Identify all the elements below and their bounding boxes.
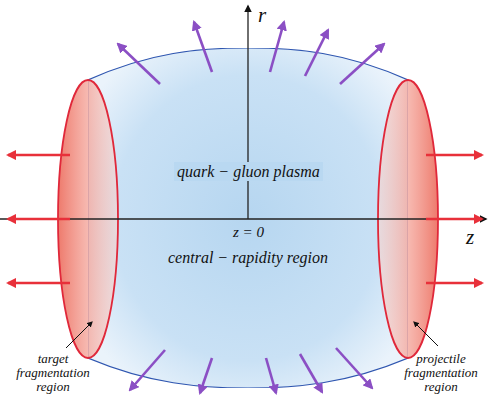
radial-arrow [270,22,284,72]
flow-arrow [8,154,70,157]
radial-arrow [305,30,328,76]
radial-arrow [336,348,372,388]
flow-arrow [8,282,70,285]
r-axis [247,6,248,219]
radial-arrow [130,350,165,390]
region-label: quark − gluon plasma [174,162,323,181]
region-label: central − rapidity region [165,248,331,267]
flow-arrow [8,218,70,221]
plasma-outline [88,48,408,388]
region-callout: target fragmentation region [12,352,94,394]
radial-arrow [266,358,276,393]
region-callout: projectile fragmentation region [398,352,484,394]
radial-arrow [118,44,160,84]
origin-label: z = 0 [233,224,264,240]
z-axis [0,218,486,219]
axis-label: r [258,4,266,27]
radial-arrow [340,44,384,84]
flow-arrow [426,218,482,221]
radial-arrow [200,358,212,393]
leader-line [66,322,92,348]
radial-arrow [300,354,322,392]
flow-arrow [426,154,482,157]
plasma-region: quark − gluon plasma central − rapidity r… [88,48,408,388]
leader-line [414,322,438,346]
radial-arrow [194,22,212,72]
flow-arrow [426,282,482,285]
axis-label: z [466,226,474,249]
